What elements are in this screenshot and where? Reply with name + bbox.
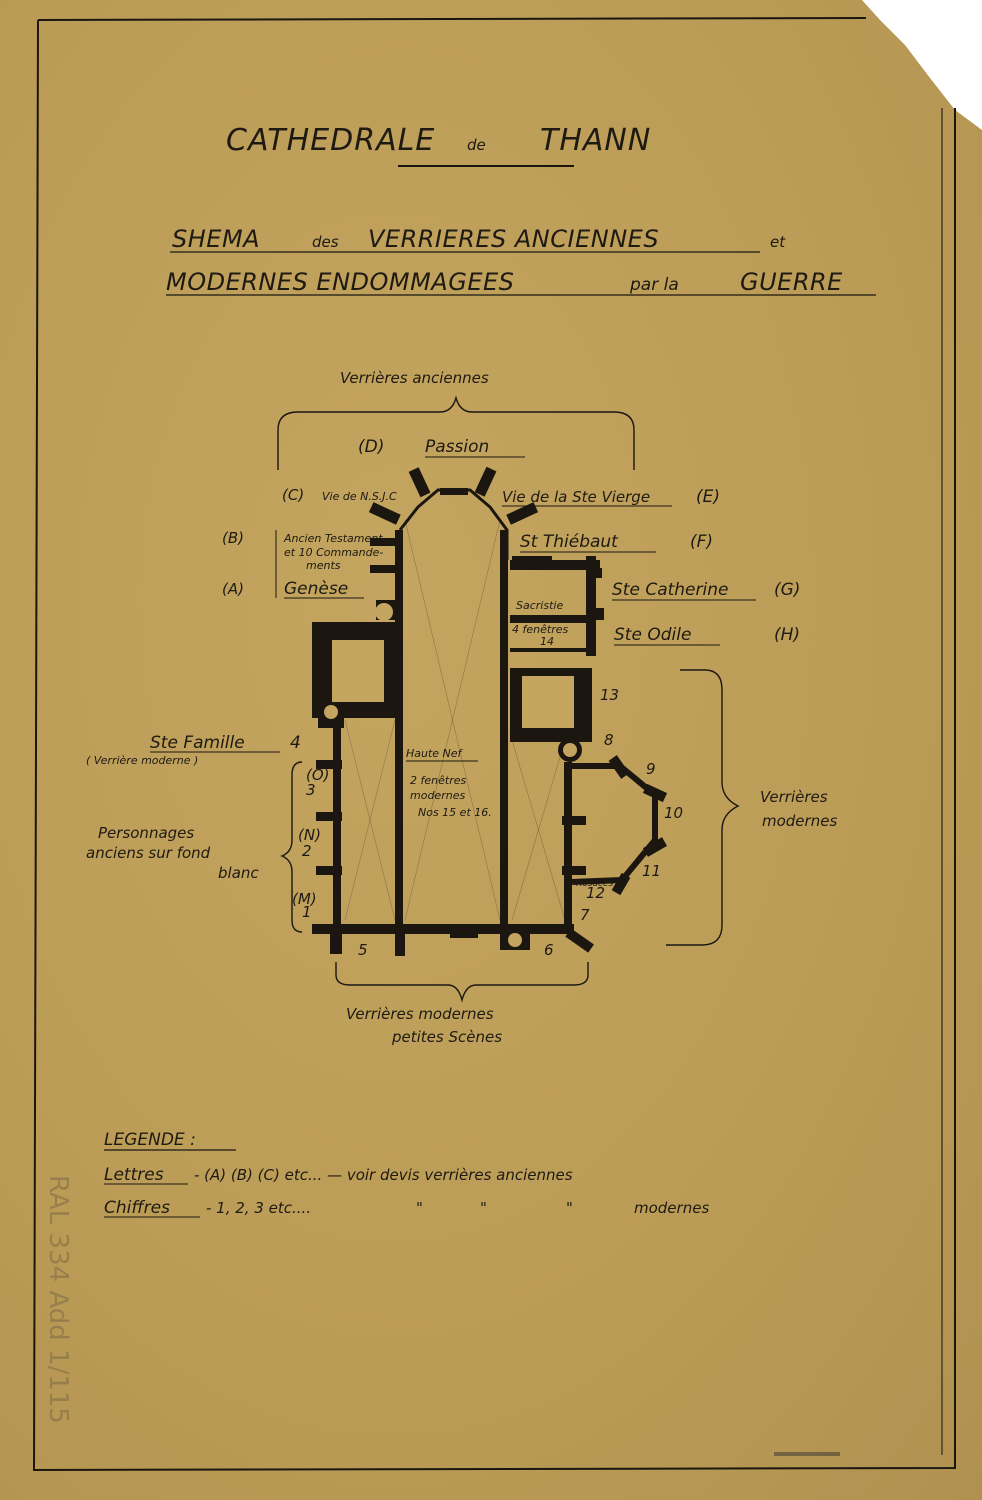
- subtitle-des: des: [312, 233, 339, 251]
- brace-modernes: [666, 669, 740, 946]
- window-num-9: 9: [646, 760, 656, 778]
- subtitle-modernes: MODERNES ENDOMMAGEES: [166, 268, 514, 296]
- archive-stamp: RAL 334 Add 1/115: [43, 1175, 73, 1424]
- window-c-name: Vie de N.S.J.C: [322, 490, 397, 503]
- window-g-name: Ste Catherine: [612, 580, 728, 600]
- subtitle-verrieres: VERRIERES ANCIENNES: [368, 225, 659, 253]
- title-main: CATHEDRALE: [226, 123, 435, 158]
- group-modernes-bottom-1: Verrières modernes: [346, 1005, 494, 1023]
- window-num-2: 2: [302, 842, 312, 860]
- label-nef-2: modernes: [410, 789, 465, 802]
- window-e-letter: (E): [696, 487, 720, 507]
- window-c-letter: (C): [282, 486, 304, 504]
- window-num-13: 13: [600, 686, 619, 704]
- legend-row2-q3: ": [566, 1199, 573, 1217]
- window-d-name: Passion: [425, 437, 489, 457]
- window-a-name: Genèse: [284, 579, 348, 599]
- subtitle-guerre: GUERRE: [740, 268, 843, 296]
- legend-row2-q2: ": [480, 1199, 487, 1217]
- window-num-8: 8: [604, 731, 614, 749]
- title-de: de: [467, 136, 486, 154]
- subtitle-et: et: [770, 233, 786, 251]
- group-modernes-right-1: Verrières: [760, 788, 828, 806]
- window-num-1: 1: [302, 903, 312, 921]
- window-h-name: Ste Odile: [614, 625, 691, 645]
- label-nef-3: Nos 15 et 16.: [418, 806, 492, 819]
- window-num-3: 3: [306, 781, 316, 799]
- label-nef-1: 2 fenêtres: [410, 774, 466, 787]
- window-f-letter: (F): [690, 532, 713, 552]
- window-e-name: Vie de la Ste Vierge: [502, 488, 650, 506]
- ink-smudge: [774, 1452, 840, 1456]
- window-g-letter: (G): [774, 580, 800, 600]
- window-b-name1: Ancien Testament: [283, 532, 383, 545]
- window-d-letter: (D): [358, 437, 384, 457]
- label-haute-nef: Haute Nef: [406, 747, 464, 760]
- legend-row1-key: Lettres: [104, 1165, 164, 1185]
- legend-row2-a: - 1, 2, 3 etc....: [206, 1199, 311, 1217]
- window-b-name2: et 10 Commande-: [284, 546, 383, 559]
- window-num-12: 12: [586, 884, 605, 902]
- group-personnages-2: anciens sur fond: [86, 844, 211, 862]
- window-b-name3: ments: [306, 559, 341, 572]
- window-h-letter: (H): [774, 625, 800, 645]
- window-f-name: St Thiébaut: [520, 532, 619, 552]
- legend-row2-b: modernes: [634, 1199, 709, 1217]
- famille-num: 4: [290, 733, 301, 753]
- famille-name: Ste Famille: [150, 733, 245, 753]
- legend-row2-q1: ": [416, 1199, 423, 1217]
- group-personnages-3: blanc: [218, 864, 259, 882]
- subtitle-par-la: par la: [629, 275, 679, 295]
- window-m-letter: (M): [292, 890, 317, 908]
- brace-anciennes: [277, 395, 635, 470]
- window-num-11: 11: [642, 862, 661, 880]
- label-fenetres-2: 14: [540, 635, 554, 648]
- title-place: THANN: [540, 123, 651, 158]
- group-anciennes: Verrières anciennes: [340, 369, 489, 387]
- window-o-letter: (O): [306, 766, 330, 784]
- group-personnages-1: Personnages: [98, 824, 194, 842]
- window-num-5: 5: [358, 941, 368, 959]
- window-num-10: 10: [664, 804, 683, 822]
- legend-heading: LEGENDE :: [104, 1130, 196, 1150]
- brace-petites-scenes: [335, 962, 589, 1003]
- window-num-6: 6: [544, 941, 554, 959]
- cathedral-plan: [312, 466, 668, 956]
- frame-border: [32, 17, 956, 1472]
- subtitle-shema: SHEMA: [172, 225, 260, 253]
- window-a-letter: (A): [222, 580, 244, 598]
- brace-personnages: [280, 761, 303, 933]
- famille-note: ( Verrière moderne ): [86, 754, 198, 767]
- torn-corner: [862, 0, 982, 130]
- group-modernes-right-2: modernes: [762, 812, 837, 830]
- legend-row2-key: Chiffres: [104, 1198, 170, 1218]
- legend-row1-value: - (A) (B) (C) etc... — voir devis verriè…: [194, 1166, 573, 1184]
- window-b-letter: (B): [222, 529, 244, 547]
- label-sacristie: Sacristie: [516, 599, 563, 612]
- label-rosaces: Rosaces: [576, 879, 613, 889]
- window-num-7: 7: [580, 906, 590, 924]
- group-modernes-bottom-2: petites Scènes: [391, 1028, 502, 1046]
- label-fenetres-1: 4 fenêtres: [512, 623, 568, 636]
- window-n-letter: (N): [298, 826, 321, 844]
